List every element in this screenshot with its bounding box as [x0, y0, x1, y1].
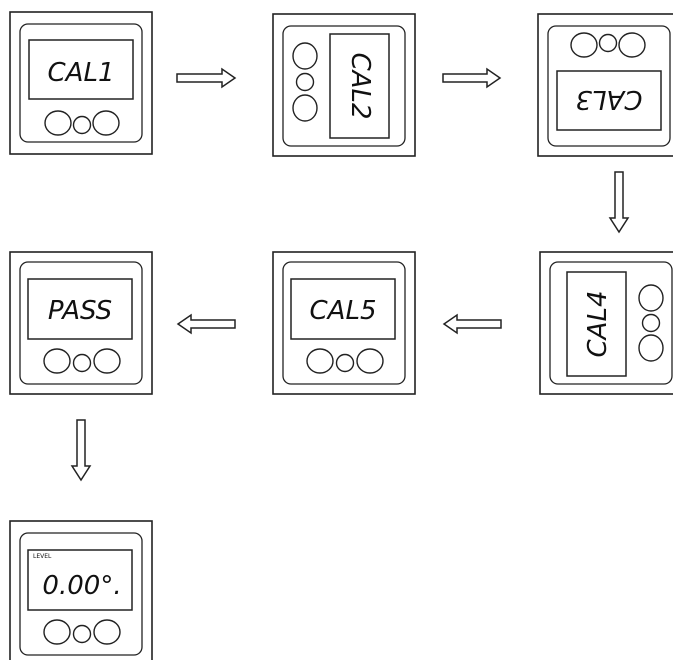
- arrow-right: [176, 67, 237, 89]
- arrow-down: [608, 171, 630, 234]
- arrow-left: [176, 313, 236, 335]
- device-cal2: [272, 13, 416, 157]
- arrow-left: [442, 313, 502, 335]
- device-level-label: LEVEL: [33, 553, 52, 560]
- device-cal3: [537, 13, 673, 157]
- device-level: [9, 520, 153, 660]
- device-display-text: CAL4: [583, 291, 613, 358]
- device-pass: [9, 251, 153, 395]
- device-display-text: PASS: [48, 296, 112, 326]
- device-display-text: CAL1: [48, 58, 115, 88]
- arrow-right: [442, 67, 502, 89]
- device-display-text: CAL2: [345, 53, 375, 120]
- device-display-text: 0.00°.: [42, 571, 121, 601]
- device-cal5: [272, 251, 416, 395]
- device-display-text: CAL5: [310, 296, 377, 326]
- arrow-down: [70, 419, 92, 482]
- device-cal4: [539, 251, 673, 395]
- device-display-text: CAL3: [576, 84, 643, 114]
- device-cal1: [9, 11, 153, 155]
